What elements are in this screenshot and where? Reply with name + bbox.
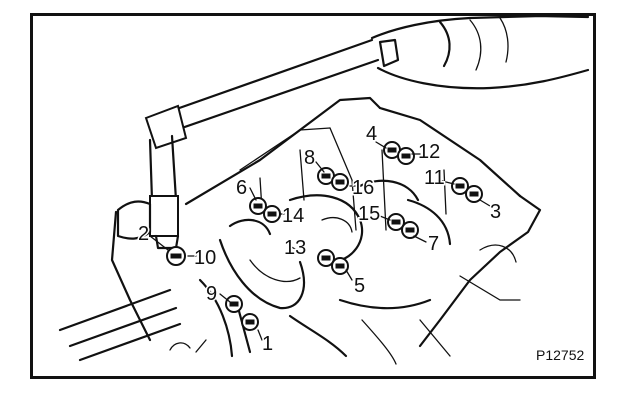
callout-14: 14: [282, 205, 304, 227]
callout-8: 8: [304, 147, 315, 169]
bolt-icon: [166, 141, 483, 331]
callout-12: 12: [418, 141, 440, 163]
callout-5: 5: [354, 275, 365, 297]
callout-7: 7: [428, 233, 439, 255]
leader-lines: [149, 141, 491, 341]
hand-icon: [370, 14, 590, 90]
callout-4: 4: [366, 123, 377, 145]
callout-11: 11: [424, 167, 445, 189]
callout-10: 10: [194, 247, 216, 269]
callout-2: 2: [138, 223, 149, 245]
callout-6: 6: [236, 177, 247, 199]
callout-13: 13: [284, 237, 306, 259]
torque-wrench-icon: [144, 38, 380, 250]
callout-9: 9: [206, 283, 217, 305]
callout-1: 1: [262, 333, 273, 355]
callout-16: 16: [352, 177, 374, 199]
engine-block: [58, 96, 542, 365]
figure-id: P12752: [536, 347, 584, 363]
callout-15: 15: [358, 203, 380, 225]
callout-labels: 1 2 3 4 5 6 7 8 9 10 11 12 13 14 15 16: [137, 122, 503, 357]
callout-3: 3: [490, 201, 501, 223]
